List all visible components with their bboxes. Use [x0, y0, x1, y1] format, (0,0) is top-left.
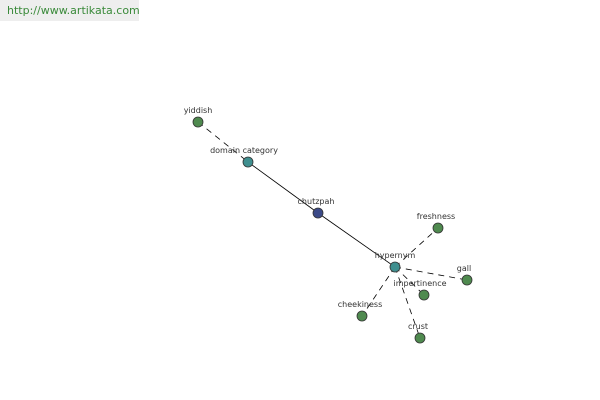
edge-chutzpah-hypernym	[317, 212, 396, 268]
edge-hypernym-freshness	[394, 227, 439, 268]
node-circle-gall[interactable]	[461, 274, 473, 286]
node-label-yiddish: yiddish	[184, 106, 213, 115]
node-circle-chutzpah[interactable]	[312, 207, 324, 219]
node-freshness[interactable]: freshness	[417, 212, 455, 234]
edge-hypernym-crust	[394, 266, 421, 339]
url-banner[interactable]: http://www.artikata.com	[0, 0, 140, 21]
edge-hypernym-gall	[394, 266, 468, 281]
node-circle-domain-category[interactable]	[242, 156, 254, 168]
node-chutzpah[interactable]: chutzpah	[298, 197, 335, 219]
node-circle-freshness[interactable]	[432, 222, 444, 234]
node-label-crust: crust	[408, 322, 428, 331]
node-label-domain-category: domain category	[210, 146, 278, 155]
node-circle-impertinence[interactable]	[418, 289, 430, 301]
node-label-cheekiness: cheekiness	[338, 300, 383, 309]
node-circle-hypernym[interactable]	[389, 261, 401, 273]
node-hypernym[interactable]: hypernym	[375, 251, 416, 273]
node-label-hypernym: hypernym	[375, 251, 416, 260]
node-label-chutzpah: chutzpah	[298, 197, 335, 206]
node-label-impertinence: impertinence	[393, 279, 446, 288]
graph-nodes: yiddish domain category chutzpah hypernym fr…	[184, 106, 473, 344]
node-label-freshness: freshness	[417, 212, 455, 221]
node-circle-cheekiness[interactable]	[356, 310, 368, 322]
graph-edges	[197, 121, 468, 339]
node-domain-category[interactable]: domain category	[210, 146, 278, 168]
node-yiddish[interactable]: yiddish	[184, 106, 213, 128]
edge-hypernym-cheekiness	[361, 266, 396, 317]
edge-domain-category-chutzpah	[247, 161, 319, 214]
node-cheekiness[interactable]: cheekiness	[338, 300, 383, 322]
node-impertinence[interactable]: impertinence	[393, 279, 447, 301]
edge-hypernym-impertinence	[394, 266, 425, 296]
node-label-gall: gall	[457, 264, 471, 273]
node-gall[interactable]: gall	[457, 264, 473, 286]
node-circle-yiddish[interactable]	[192, 116, 204, 128]
node-circle-crust[interactable]	[414, 332, 426, 344]
node-crust[interactable]: crust	[408, 322, 428, 344]
edge-yiddish-domain-category	[197, 121, 249, 163]
